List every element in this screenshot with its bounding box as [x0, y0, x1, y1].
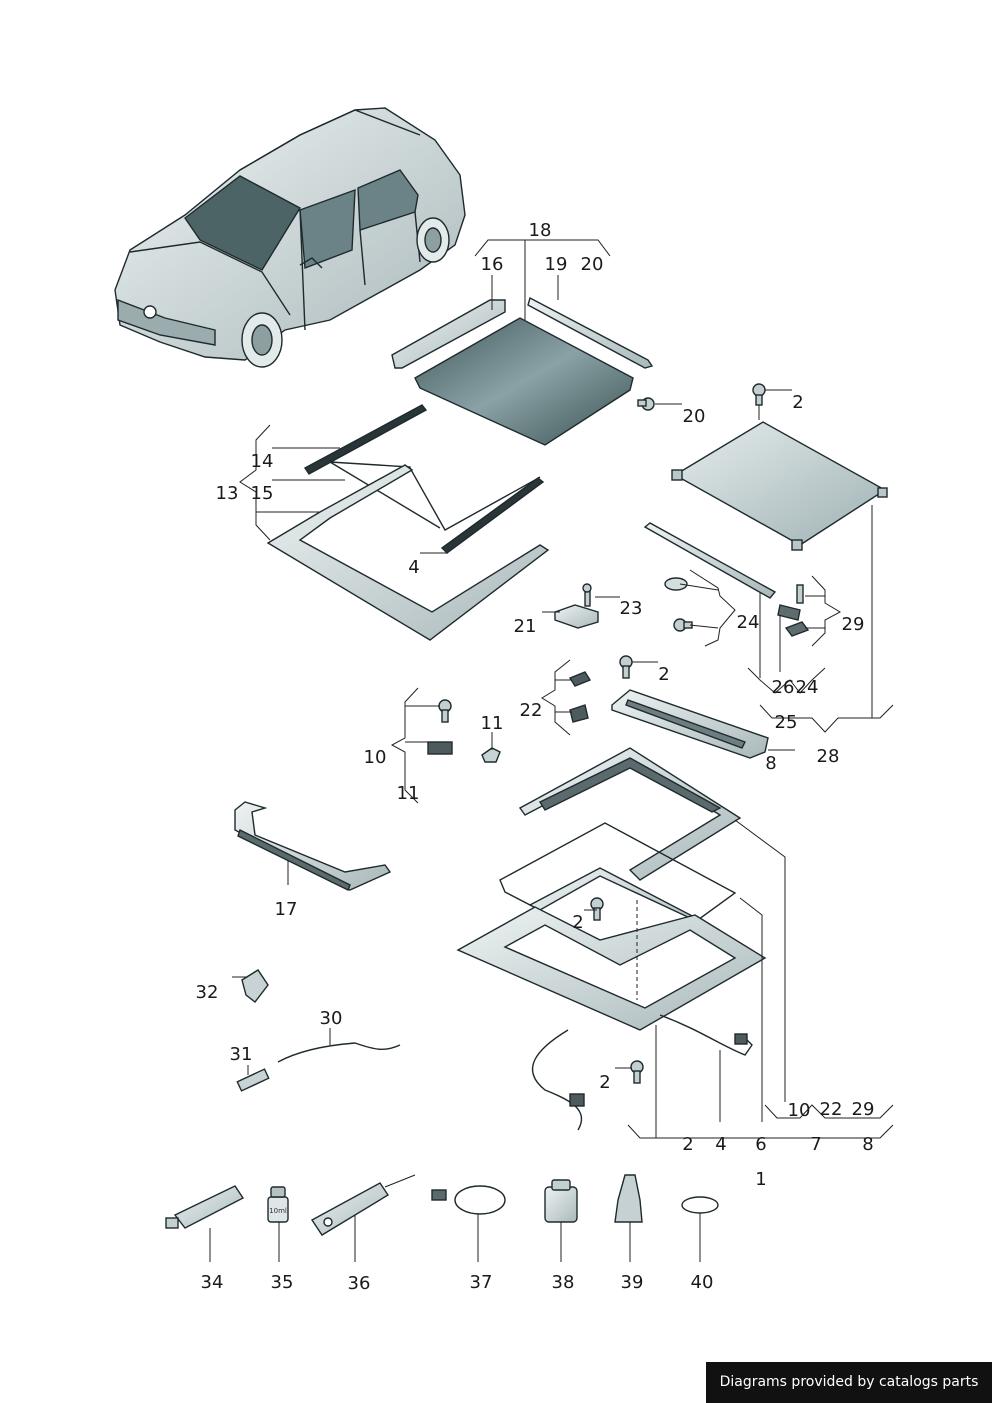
callout-10: 10 [364, 747, 387, 768]
callout-21: 21 [514, 616, 537, 637]
ring-40 [681, 1196, 719, 1214]
vehicle-illustration [114, 107, 466, 368]
seal-14 [303, 404, 428, 475]
callout-20: 20 [581, 254, 604, 275]
cable-4 [532, 1014, 753, 1131]
clip-29 [777, 584, 810, 637]
callout-20: 20 [683, 406, 706, 427]
bottle-35: 10ml [267, 1186, 289, 1223]
screw-2-low [630, 1060, 644, 1084]
callout-24: 24 [796, 677, 819, 698]
callout-11: 11 [481, 713, 504, 734]
bracket-21 [554, 583, 599, 629]
sunshade [673, 421, 887, 546]
callout-8: 8 [862, 1134, 873, 1155]
callout-14: 14 [251, 451, 274, 472]
pouch-39 [614, 1174, 643, 1223]
callout-11: 11 [397, 783, 420, 804]
connector-31 [236, 1068, 270, 1092]
callout-36: 36 [348, 1273, 371, 1294]
callout-23: 23 [620, 598, 643, 619]
callout-35: 35 [271, 1272, 294, 1293]
callout-22: 22 [820, 1099, 843, 1120]
trim-17 [234, 801, 392, 891]
callout-40: 40 [691, 1272, 714, 1293]
applicator-36 [310, 1174, 416, 1236]
callout-29: 29 [852, 1099, 875, 1120]
seal-15-edge [440, 477, 545, 554]
callout-39: 39 [621, 1272, 644, 1293]
leader-lines [209, 239, 894, 1262]
clips-22 [568, 671, 592, 723]
callout-17: 17 [275, 899, 298, 920]
callout-2: 2 [658, 664, 669, 685]
sunroof-frame-assembly [456, 747, 767, 1131]
callout-31: 31 [230, 1044, 253, 1065]
slider-24 [664, 577, 688, 591]
callout-2: 2 [792, 392, 803, 413]
container-38 [544, 1179, 578, 1223]
guide-rail-right [527, 296, 654, 369]
callout-34: 34 [201, 1272, 224, 1293]
footer-credit: Diagrams provided by catalogs parts [706, 1362, 992, 1403]
callout-6: 6 [755, 1134, 766, 1155]
callout-2: 2 [572, 912, 583, 933]
seal-frame-13 [266, 464, 550, 641]
sunshade-group [643, 421, 888, 637]
wind-deflector-8 [611, 655, 769, 759]
callout-7: 7 [810, 1134, 821, 1155]
callout-38: 38 [552, 1272, 575, 1293]
callout-19: 19 [545, 254, 568, 275]
tube-34 [165, 1185, 245, 1229]
callout-15: 15 [251, 483, 274, 504]
callout-2: 2 [599, 1072, 610, 1093]
glass-panel [414, 317, 634, 446]
cable-tie-37 [431, 1185, 506, 1215]
cap-11 [481, 747, 501, 763]
callout-8: 8 [765, 753, 776, 774]
bolt-20 [637, 397, 655, 411]
callout-4: 4 [408, 557, 419, 578]
callout-1: 1 [755, 1169, 766, 1190]
callout-2: 2 [682, 1134, 693, 1155]
callout-25: 25 [775, 712, 798, 733]
callout-30: 30 [320, 1008, 343, 1029]
callout-16: 16 [481, 254, 504, 275]
bottle-label: 10ml [269, 1207, 287, 1215]
callout-28: 28 [817, 746, 840, 767]
bolt-2-top [752, 383, 766, 406]
hose-30 [277, 1042, 401, 1063]
seals-group [266, 404, 550, 641]
motor-bracket-10 [427, 699, 453, 755]
callout-22: 22 [520, 700, 543, 721]
callout-29: 29 [842, 614, 865, 635]
callout-32: 32 [196, 982, 219, 1003]
screw-2-mid [590, 897, 604, 921]
callout-37: 37 [470, 1272, 493, 1293]
callout-4: 4 [715, 1134, 726, 1155]
glass-panel-group [391, 296, 766, 446]
callout-13: 13 [216, 483, 239, 504]
callout-10: 10 [788, 1100, 811, 1121]
callout-26: 26 [772, 677, 795, 698]
sunshade-rod [643, 522, 777, 599]
callout-18: 18 [529, 220, 552, 241]
screw-24 [673, 618, 693, 632]
callout-24: 24 [737, 612, 760, 633]
clip-32 [241, 969, 269, 1003]
callout-labels: 18 16 19 20 20 2 14 13 15 4 23 21 24 29 … [196, 220, 875, 1294]
guide-rail-left [391, 299, 506, 369]
